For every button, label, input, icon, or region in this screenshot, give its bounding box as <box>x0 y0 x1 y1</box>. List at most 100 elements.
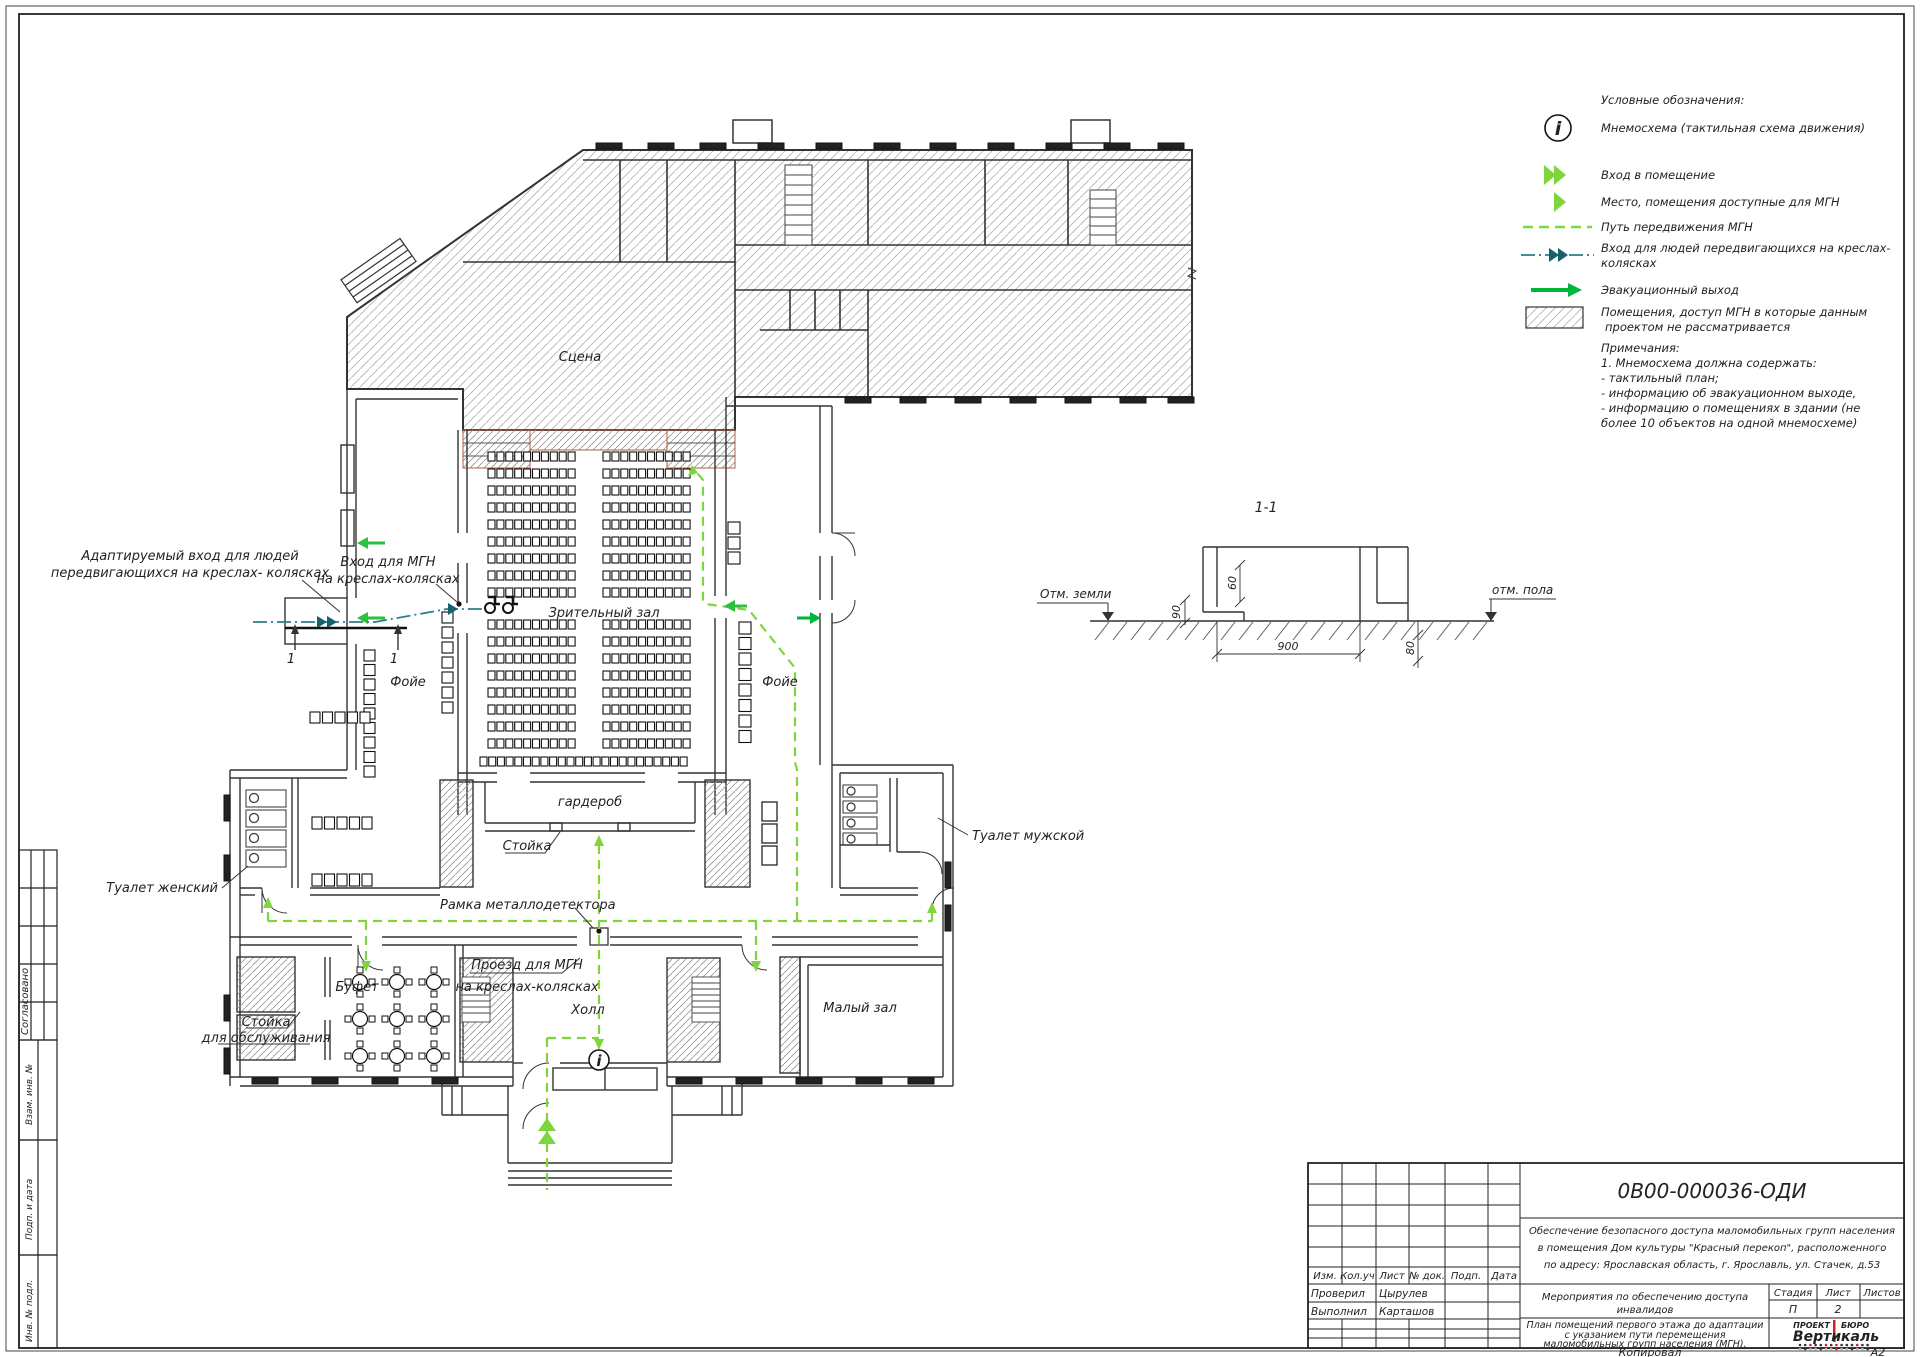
desc-3: по адресу: Ярославская область, г. Яросл… <box>1544 1259 1880 1271</box>
hall-label: Холл <box>570 1003 604 1018</box>
inv-label: Инв. № подл. <box>25 1280 35 1342</box>
sheet-title-3: маломобильных групп населения (МГН). <box>1543 1339 1746 1350</box>
stage-value: П <box>1789 1303 1797 1316</box>
col-list: Лист <box>1378 1271 1406 1282</box>
dim-80: 80 <box>1404 641 1417 655</box>
floor-level-label: отм. пола <box>1492 583 1553 597</box>
service-counter-label-2: для обслуживания <box>201 1031 331 1046</box>
auditorium-label: Зрительный зал <box>548 606 659 621</box>
service-counter-label-1: Стойка <box>242 1015 291 1030</box>
side-stamp <box>18 849 58 1349</box>
copied-by: Копировал <box>1619 1346 1682 1357</box>
legend-wheel-1: Вход для людей передвигающихся на кресла… <box>1601 241 1891 255</box>
lower-band <box>230 764 955 1186</box>
col-doc: № док. <box>1408 1271 1445 1282</box>
legend-entry: Вход в помещение <box>1601 168 1715 182</box>
side-stamp-labels: Согласовано Взам. инв. № Подп. и дата Ин… <box>20 968 35 1342</box>
logo-top-2: БЮРО <box>1841 1321 1869 1330</box>
section-detail: 1-1 900 60 90 80 Отм. земли отм. пола <box>1037 500 1556 668</box>
legend-note-3: - информацию об эвакуационном выходе, <box>1601 386 1856 400</box>
sheet-label: Лист <box>1824 1288 1852 1299</box>
mgn-pass-label-2: на креслах-колясках <box>455 980 598 995</box>
braille-dots <box>1798 1343 1869 1351</box>
wall-windows <box>223 142 1195 1085</box>
vzam-label: Взам. инв. № <box>25 1064 35 1125</box>
adapt-entry-label-2: передвигающихся на креслах- колясках <box>51 566 330 581</box>
format-label: А2 <box>1870 1346 1886 1357</box>
foyer-left-label: Фойе <box>390 675 426 690</box>
desc-2: в помещения Дом культуры "Красный переко… <box>1538 1243 1887 1254</box>
metal-detector-label: Рамка металлодетектора <box>440 898 616 913</box>
mgn-path-arrows <box>263 465 937 1144</box>
adapt-entry-label-1: Адаптируемый вход для людей <box>80 549 298 564</box>
leaders <box>218 579 969 1045</box>
checked-name: Цырулев <box>1379 1288 1428 1300</box>
task-1: Мероприятия по обеспечению доступа <box>1542 1291 1748 1303</box>
made-name: Карташов <box>1379 1306 1434 1318</box>
sheet-title-1: План помещений первого этажа до адаптаци… <box>1527 1320 1764 1331</box>
vertikal-logo: ПРОЕКТ БЮРО Вертикаль <box>1793 1320 1879 1351</box>
exterior-stair <box>340 237 417 304</box>
legend-rooms-1: Помещения, доступ МГН в которые данным <box>1601 305 1868 319</box>
legend-note-1: 1. Мнемосхема должна содержать: <box>1601 356 1817 370</box>
dim-900: 900 <box>1278 640 1299 653</box>
mnemo-icon: i <box>588 1049 610 1071</box>
wc-women-label: Туалет женский <box>106 881 218 896</box>
evac-arrows <box>357 537 821 624</box>
sheet-frame <box>5 5 1915 1352</box>
furniture <box>309 521 752 1072</box>
podp-label: Подп. и дата <box>25 1179 35 1240</box>
col-data: Дата <box>1490 1271 1517 1282</box>
mgn-entry-label-1: Вход для МГН <box>340 555 435 570</box>
title-block: 0В00-000036-ОДИ Обеспечение безопасного … <box>1307 1162 1905 1351</box>
wheelchair-entry-path <box>253 601 484 650</box>
legend-place: Место, помещения доступные для МГН <box>1601 195 1840 209</box>
mgn-path <box>266 468 934 1190</box>
made-label: Выполнил <box>1311 1306 1367 1318</box>
dim-90: 90 <box>1170 605 1183 619</box>
desc-1: Обеспечение безопасного доступа маломоби… <box>1529 1225 1895 1237</box>
foyer-left <box>284 389 458 770</box>
agreed-label: Согласовано <box>20 968 31 1035</box>
legend-note-2: - тактильный план; <box>1601 371 1719 385</box>
counter-label: Стойка <box>503 839 552 854</box>
buffet-label: Буфет <box>335 980 379 995</box>
cloakroom-zone <box>439 779 778 888</box>
legend-path: Путь передвижения МГН <box>1601 220 1753 234</box>
legend-note-0: Примечания: <box>1601 341 1680 355</box>
cloakroom-label: гардероб <box>558 795 622 810</box>
dim-60: 60 <box>1226 576 1239 590</box>
col-izm: Изм. <box>1313 1271 1337 1282</box>
col-kol: Кол.уч. <box>1340 1271 1378 1282</box>
foyer-right-label: Фойе <box>762 675 798 690</box>
col-podp: Подп. <box>1451 1271 1481 1282</box>
logo-top-1: ПРОЕКТ <box>1793 1321 1830 1330</box>
legend-mnemo: Мнемосхема (тактильная схема движения) <box>1601 121 1865 135</box>
svg-text:i: i <box>1555 118 1562 140</box>
legend-rooms-2: проектом не рассматривается <box>1605 320 1790 334</box>
upper-wing <box>340 119 1198 469</box>
wc-women-block <box>229 769 440 1086</box>
legend-wheel-2: колясках <box>1601 256 1657 270</box>
section-mark-2: 1 <box>390 652 398 667</box>
stairwell-icon <box>784 164 1117 246</box>
legend-evac: Эвакуационный выход <box>1600 283 1739 297</box>
stage-label: Стадия <box>1774 1288 1812 1299</box>
mgn-pass-label-1: Проезд для МГН <box>471 958 583 973</box>
foyer-right <box>725 397 856 765</box>
legend: Условные обозначения: i Мнемосхема (такт… <box>1521 93 1891 430</box>
section-mark-1: 1 <box>287 652 295 667</box>
svg-text:i: i <box>596 1052 602 1070</box>
auditorium-seats <box>479 451 691 767</box>
checked-label: Проверил <box>1311 1288 1365 1300</box>
roof-box <box>1070 119 1111 144</box>
wc-men-label: Туалет мужской <box>972 829 1084 844</box>
logo-name: Вертикаль <box>1793 1329 1879 1345</box>
small-hall-label: Малый зал <box>823 1001 897 1016</box>
task-2: инвалидов <box>1617 1305 1674 1316</box>
sheet-title-2: с указанием пути перемещения <box>1564 1330 1725 1341</box>
sheets-label: Листов <box>1862 1288 1900 1299</box>
wheelchair-places-icon <box>484 595 518 614</box>
